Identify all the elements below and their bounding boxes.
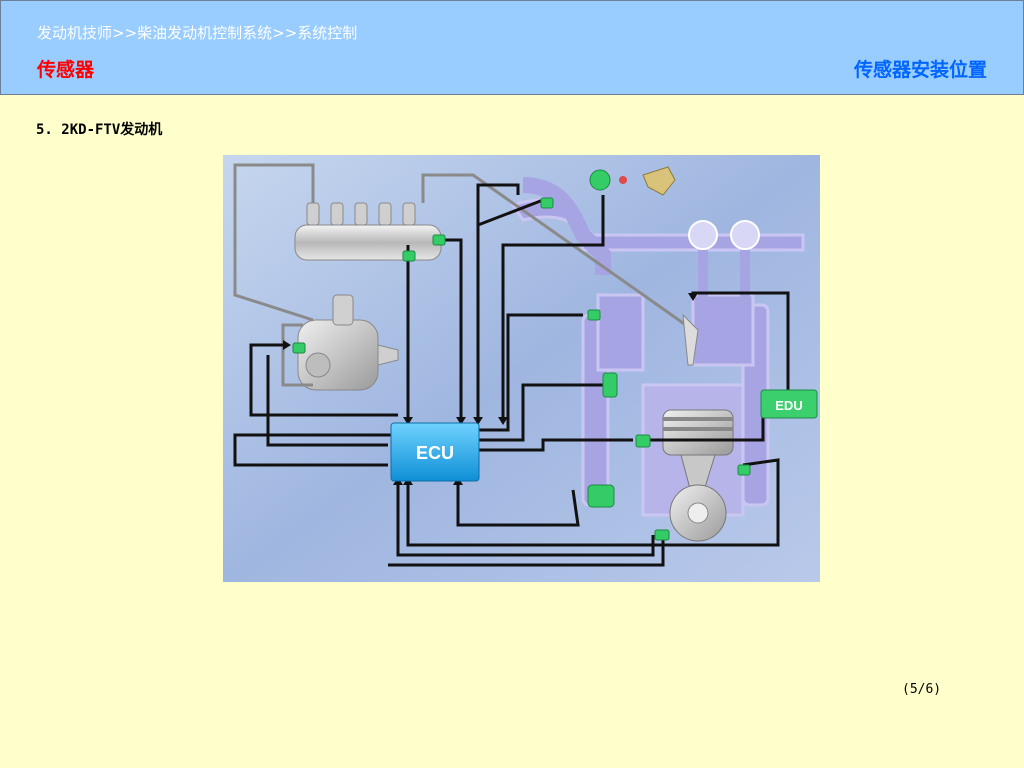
fuel-lines (233, 163, 694, 387)
fuel-pressure-sensor (432, 234, 446, 246)
injector (682, 313, 699, 366)
sensors (292, 169, 751, 541)
coolant-temperature-sensor (635, 434, 651, 448)
accelerator-pedal (619, 166, 676, 196)
mass-air-flow-sensor (589, 169, 611, 191)
crankshaft-position-sensor (654, 529, 670, 541)
ecu-module: ECU (390, 422, 480, 482)
egr-valve-sensor (602, 372, 618, 398)
topic-link[interactable]: 传感器安装位置 (853, 59, 987, 81)
supply-pump (297, 294, 399, 391)
camshaft-position-sensor (587, 484, 615, 508)
piston (662, 409, 734, 501)
section-title: 传感器 (37, 59, 95, 81)
crankshaft-gear (669, 484, 727, 542)
page-indicator: (5/6) (902, 682, 942, 697)
rail-sensor (402, 250, 416, 262)
edu-module: EDU (760, 389, 818, 419)
header-bar: 发动机技师>>柴油发动机控制系统>>系统控制 传感器 传感器安装位置 (0, 0, 1024, 95)
boost-pressure-sensor (587, 309, 601, 321)
engine-sensor-diagram: ECU EDU (223, 155, 820, 582)
engine-valves (688, 220, 760, 350)
engine-subheading: 5. 2KD-FTV发动机 (36, 122, 163, 138)
intake-pipe (522, 177, 611, 275)
knock-sensor (737, 464, 751, 476)
wiring-harness (233, 183, 790, 567)
edu-label: EDU (775, 398, 802, 413)
ecu-label: ECU (416, 443, 454, 463)
fuel-temperature-sensor (292, 342, 306, 354)
intake-air-temperature-sensor (540, 197, 554, 209)
breadcrumb[interactable]: 发动机技师>>柴油发动机控制系统>>系统控制 (37, 24, 358, 42)
